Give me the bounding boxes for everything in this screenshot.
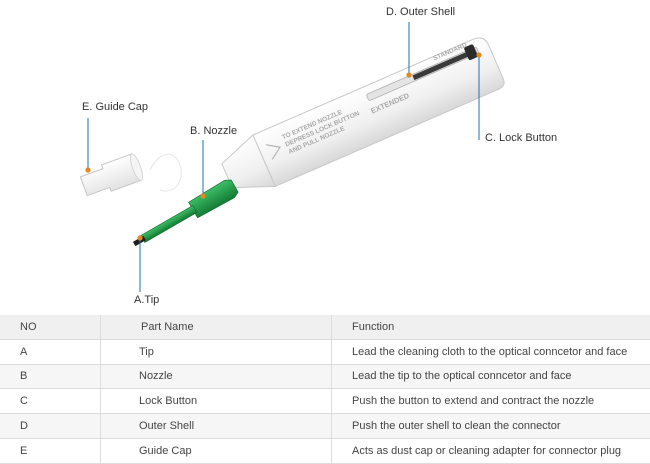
callout-guide-cap: E. Guide Cap xyxy=(82,101,149,113)
table-row: E Guide Cap Acts as dust cap or cleaning… xyxy=(0,438,650,464)
outer-shell xyxy=(221,37,505,189)
marker-guide-cap xyxy=(85,167,91,173)
cell-function: Acts as dust cap or cleaning adapter for… xyxy=(331,438,650,464)
cell-no: A xyxy=(0,339,101,365)
callout-tip: A.Tip xyxy=(134,294,160,306)
table-row: C Lock Button Push the button to extend … xyxy=(0,388,650,415)
table-row: D Outer Shell Push the outer shell to cl… xyxy=(0,413,650,439)
header-part-name: Part Name xyxy=(100,315,332,340)
cleaner-diagram: TO EXTEND NOZZLE DEPRESS LOCK BUTTON AND… xyxy=(79,6,558,306)
table-header-row: NO Part Name Function xyxy=(0,315,650,340)
cell-part-name: Tip xyxy=(100,339,332,365)
table-row: A Tip Lead the cleaning cloth to the opt… xyxy=(0,339,650,365)
table-row: B Nozzle Lead the tip to the optical con… xyxy=(0,364,650,390)
cell-part-name: Guide Cap xyxy=(100,438,332,464)
parts-table: NO Part Name Function A Tip Lead the cle… xyxy=(0,315,650,464)
guide-cap xyxy=(79,153,143,197)
cell-function: Lead the cleaning cloth to the optical c… xyxy=(331,339,650,365)
marker-outer-shell xyxy=(406,72,412,78)
cell-no: B xyxy=(0,364,101,390)
nozzle xyxy=(132,179,239,247)
cap-strap xyxy=(149,153,182,192)
cell-part-name: Outer Shell xyxy=(100,413,332,439)
cell-part-name: Nozzle xyxy=(100,364,332,390)
cell-function: Push the button to extend and contract t… xyxy=(331,388,650,415)
header-no: NO xyxy=(0,315,101,340)
cell-part-name: Lock Button xyxy=(100,388,332,415)
cell-no: E xyxy=(0,438,101,464)
marker-nozzle xyxy=(200,193,206,199)
cell-no: D xyxy=(0,413,101,439)
marker-tip xyxy=(137,235,143,241)
cleaner-illustration: TO EXTEND NOZZLE DEPRESS LOCK BUTTON AND… xyxy=(79,22,505,292)
cell-function: Lead the tip to the optical conncetor an… xyxy=(331,364,650,390)
marker-lock-button xyxy=(476,52,482,58)
callout-lock-button: C. Lock Button xyxy=(485,132,558,144)
callout-outer-shell: D. Outer Shell xyxy=(386,6,456,18)
cell-no: C xyxy=(0,388,101,415)
callout-nozzle: B. Nozzle xyxy=(190,125,238,137)
header-function: Function xyxy=(331,315,650,340)
cell-function: Push the outer shell to clean the connec… xyxy=(331,413,650,439)
